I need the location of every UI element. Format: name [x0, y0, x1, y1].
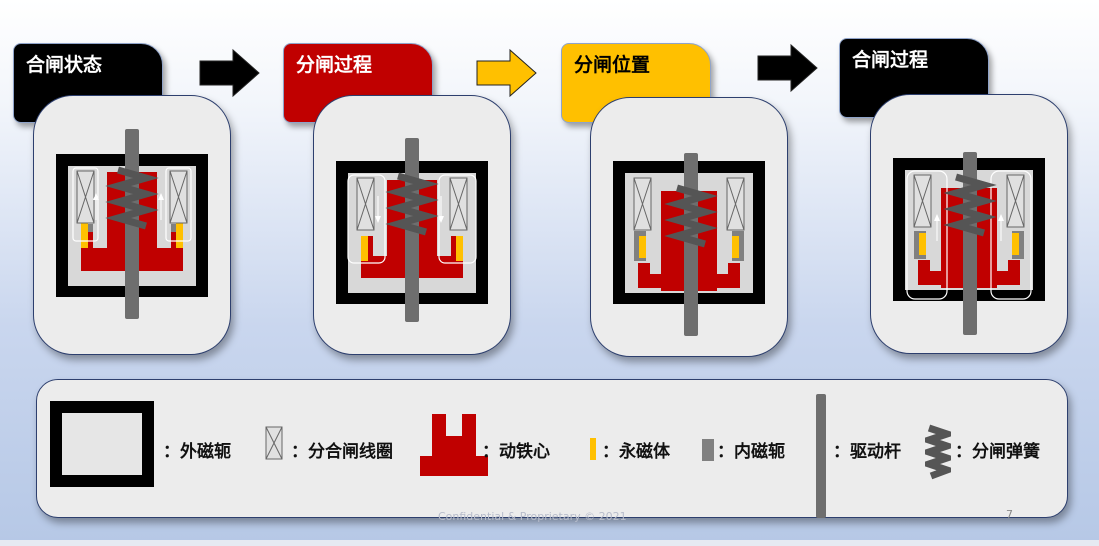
actuator-diagram-opening: [336, 138, 488, 322]
actuator-panel-open: [590, 97, 788, 357]
magnet-icon: [590, 438, 596, 460]
legend-spring: ：分闸弹簧: [955, 442, 1040, 462]
coil-icon: [265, 426, 283, 460]
armature-icon: [420, 414, 488, 476]
outer-yoke-icon: [50, 401, 154, 487]
stage-label-text: 合闸状态: [26, 54, 103, 76]
actuator-diagram-closed: [56, 129, 208, 319]
arrow-right-icon: [757, 43, 818, 93]
stage-label-text: 合闸过程: [852, 49, 929, 71]
stage-label-text: 分闸位置: [574, 54, 651, 76]
actuator-panel-closing: [870, 94, 1068, 354]
legend-drive-rod: ：驱动杆: [833, 442, 901, 462]
footer-text: Confidential & Proprietary © 2021: [438, 510, 627, 523]
arrow-right-icon: [476, 48, 537, 98]
legend-coil: ：分合闸线圈: [291, 442, 393, 462]
legend-panel: ：外磁轭 ：分合闸线圈 ：动铁心 ：永磁体 ：内磁轭 ：驱动杆 ：分闸弹簧: [36, 379, 1068, 518]
actuator-diagram-closing: [893, 152, 1045, 335]
legend-outer-yoke: ：外磁轭: [163, 442, 231, 462]
inner-yoke-icon: [702, 439, 714, 461]
drive-rod-icon: [816, 394, 826, 518]
arrow-right-icon: [199, 48, 260, 98]
actuator-panel-opening: [313, 95, 511, 355]
page-number: 7: [1006, 508, 1013, 521]
stage-label-text: 分闸过程: [296, 54, 373, 76]
legend-inner-yoke: ：内磁轭: [717, 442, 785, 462]
actuator-diagram-open: [613, 153, 765, 336]
legend-magnet: ：永磁体: [602, 442, 670, 462]
spring-icon: [925, 424, 951, 480]
actuator-panel-closed: [33, 95, 231, 355]
bottom-strip: [0, 540, 1099, 546]
legend-armature: ：动铁心: [482, 442, 550, 462]
